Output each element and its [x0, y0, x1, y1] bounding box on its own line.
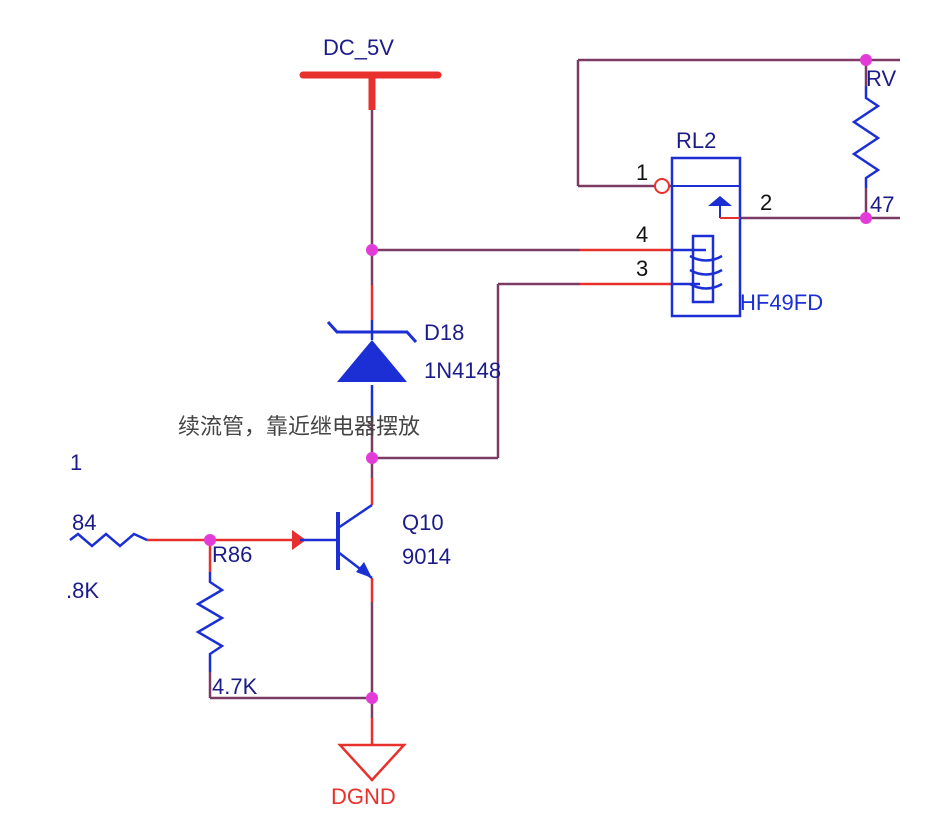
resistor-r86-ref: R86 [212, 542, 252, 567]
wires [147, 58, 900, 745]
relay-model: HF49FD [740, 290, 823, 315]
diode-value: 1N4148 [424, 358, 501, 383]
ground-symbol-dgnd: DGND [331, 743, 407, 809]
transistor-ref: Q10 [402, 510, 444, 535]
ground-label: DGND [331, 784, 396, 809]
resistor-r86-value: 4.7K [212, 674, 258, 699]
diode-d18: D18 1N4148 [326, 320, 501, 383]
resistor-right: RV 47 [851, 66, 896, 217]
relay-pin-4: 4 [636, 222, 648, 247]
resistor-input-value: .8K [66, 578, 99, 603]
relay-pin-1: 1 [636, 160, 648, 185]
relay-pin-2: 2 [760, 190, 772, 215]
transistor-value: 9014 [402, 544, 451, 569]
input-net-label: 1 [70, 450, 82, 475]
relay-rl2: RL2 HF49FD 1 2 4 3 [636, 128, 823, 318]
junction-dots [204, 54, 872, 704]
relay-ref: RL2 [676, 128, 716, 153]
resistor-right-ref: RV [866, 66, 896, 91]
resistor-input: 1 84 .8K [66, 450, 148, 603]
power-label: DC_5V [323, 35, 394, 60]
resistor-r86: R86 4.7K [195, 542, 258, 699]
resistor-right-value: 47 [870, 192, 894, 217]
transistor-q10: Q10 9014 [292, 503, 451, 579]
diode-ref: D18 [424, 320, 464, 345]
relay-pin-3: 3 [636, 256, 648, 281]
resistor-input-ref: 84 [72, 510, 96, 535]
power-symbol-dc5v: DC_5V [299, 35, 442, 110]
note-text: 续流管，靠近继电器摆放 [178, 415, 420, 440]
